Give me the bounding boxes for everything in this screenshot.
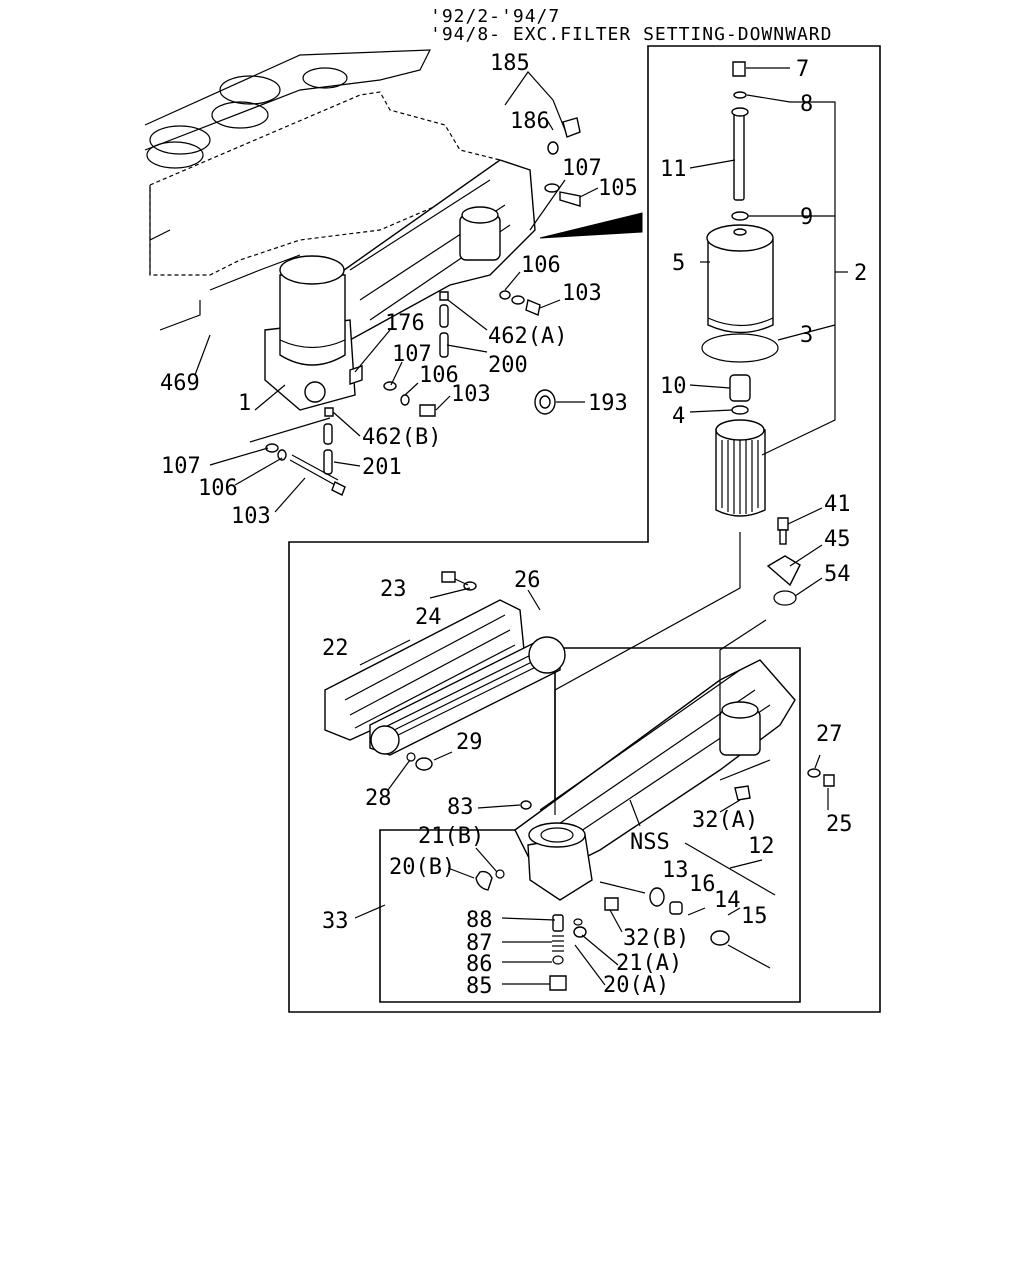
callout-87: 87 [466,931,493,956]
callout-88: 88 [466,908,493,933]
header-line-1: '92/2-'94/7 [430,6,560,27]
callout-176: 176 [385,311,425,336]
engine-block-outline [144,49,512,331]
callout-5: 5 [672,251,685,276]
callout-26: 26 [514,568,541,593]
callout-103-a: 103 [562,281,602,306]
callout-21-a: 21(A) [616,951,682,976]
callout-200: 200 [488,353,528,378]
callout-15: 15 [741,904,768,929]
callout-106-a: 106 [521,253,561,278]
callout-24: 24 [415,605,442,630]
callout-nss: NSS [630,830,670,855]
callout-186: 186 [510,109,550,134]
callout-22: 22 [322,636,349,661]
filter-parts-right [701,61,801,606]
callout-11: 11 [660,157,687,182]
callout-107-a: 107 [562,156,602,181]
callout-33: 33 [322,909,349,934]
callout-462-b: 462(B) [362,425,441,450]
callout-labels: 185 186 107 105 106 103 462(A) 176 107 1… [160,51,867,999]
callout-21-b: 21(B) [418,824,484,849]
callout-28: 28 [365,786,392,811]
callout-32-b: 32(B) [623,926,689,951]
oil-filter-housing-top [264,255,356,411]
callout-54: 54 [824,562,851,587]
callout-83: 83 [447,795,474,820]
oil-cooler-body-lower [475,659,835,991]
callout-10: 10 [660,374,687,399]
oil-cooler-element [324,571,566,771]
callout-2: 2 [854,261,867,286]
callout-8: 8 [800,92,813,117]
callout-13: 13 [662,858,689,883]
callout-27: 27 [816,722,843,747]
callout-41: 41 [824,492,851,517]
callout-185: 185 [490,51,530,76]
header-line-2: '94/8- EXC.FILTER SETTING-DOWNWARD [430,24,832,45]
small-parts-top [265,117,581,496]
callout-9: 9 [800,205,813,230]
callout-107-c: 107 [161,454,201,479]
callout-469: 469 [160,371,200,396]
callout-85: 85 [466,974,493,999]
callout-14: 14 [714,888,741,913]
callout-25: 25 [826,812,853,837]
callout-106-c: 106 [198,476,238,501]
callout-103-c: 103 [231,504,271,529]
leader-lines [149,67,848,986]
callout-86: 86 [466,952,493,977]
callout-3: 3 [800,323,813,348]
callout-29: 29 [456,730,483,755]
direction-arrow [539,212,643,239]
callout-1: 1 [238,391,251,416]
callout-106-b: 106 [419,363,459,388]
callout-32-a: 32(A) [692,808,758,833]
callout-107-b: 107 [392,342,432,367]
callout-7: 7 [796,57,809,82]
callout-16: 16 [689,872,716,897]
callout-12: 12 [748,834,775,859]
callout-45: 45 [824,527,851,552]
callout-4: 4 [672,404,685,429]
callout-23: 23 [380,577,407,602]
callout-20-a: 20(A) [603,973,669,998]
callout-201: 201 [362,455,402,480]
oil-cooler-cover-top [329,159,536,342]
callout-193: 193 [588,391,628,416]
callout-105: 105 [598,176,638,201]
callout-103-b: 103 [451,382,491,407]
callout-462-a: 462(A) [488,324,567,349]
callout-20-b: 20(B) [389,855,455,880]
